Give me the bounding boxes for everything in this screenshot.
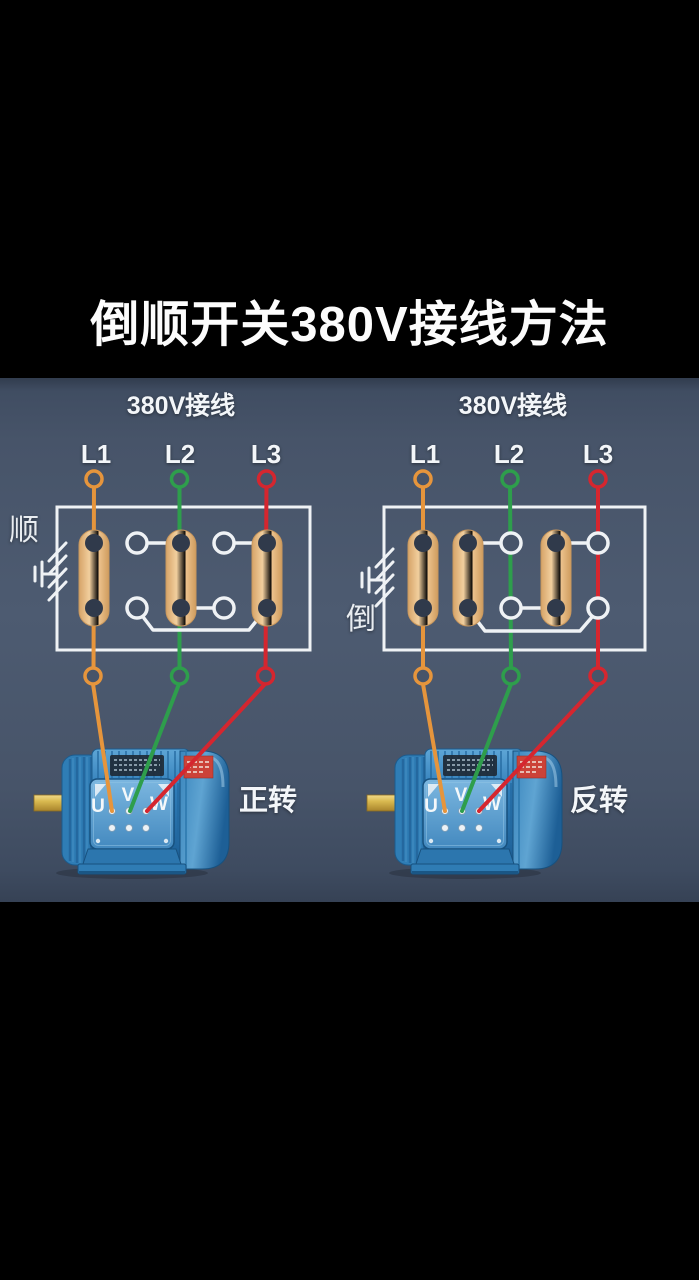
- phase-label-l2: L2: [493, 439, 525, 469]
- contact-links: [466, 541, 600, 633]
- diagram-heading-forward: 380V接线: [126, 392, 236, 420]
- motor-leads-reverse: [413, 666, 608, 813]
- contact-links: [135, 541, 268, 632]
- contact-bar: [78, 529, 110, 627]
- lead-l3-to-w: [477, 682, 600, 813]
- lead-l3-to-w: [145, 682, 267, 813]
- contact-bar: [452, 529, 484, 627]
- page-title: 倒顺开关380V接线方法: [90, 298, 609, 352]
- lead-lugs: [83, 666, 276, 686]
- ground-icon: [360, 547, 395, 608]
- motor-forward: [32, 747, 231, 881]
- switch-diagram-forward: [33, 469, 312, 678]
- moving-contact-bars: [78, 529, 283, 627]
- rotation-label-reverse: 反转: [569, 785, 628, 817]
- contact-bar-holes: [85, 534, 276, 617]
- phase-wires: [421, 477, 600, 678]
- contact-bar: [251, 529, 283, 627]
- contact-bar-holes: [414, 534, 565, 617]
- diagram-panel: U V W: [0, 378, 699, 902]
- crossover-link: [135, 607, 268, 632]
- switch-direction-label-reverse: 倒: [346, 603, 376, 636]
- moving-contact-bars: [407, 529, 572, 627]
- lead-l1-to-u: [421, 682, 447, 813]
- phase-label-l1: L1: [80, 439, 112, 469]
- contact-bar: [407, 529, 439, 627]
- phase-label-l3: L3: [582, 439, 614, 469]
- motor-reverse: [365, 747, 564, 881]
- diagram-heading-reverse: 380V接线: [458, 392, 568, 420]
- phase-label-l2: L2: [164, 439, 196, 469]
- rotation-label-forward: 正转: [238, 785, 297, 817]
- crossover-link: [466, 607, 600, 633]
- contact-bar: [165, 529, 197, 627]
- phase-label-l1: L1: [409, 439, 441, 469]
- wire-l2: [508, 477, 513, 678]
- lead-lugs: [413, 666, 608, 686]
- ground-icon: [33, 541, 68, 602]
- wiring-diagram-graphic: U V W: [32, 469, 647, 881]
- motor-leads-forward: [83, 666, 276, 813]
- contact-bar: [540, 529, 572, 627]
- supply-lugs: [413, 469, 608, 489]
- phase-label-l3: L3: [250, 439, 282, 469]
- fixed-terminals: [499, 531, 610, 620]
- fixed-terminals: [125, 531, 236, 620]
- supply-lugs: [84, 469, 277, 489]
- switch-diagram-reverse: [360, 469, 647, 678]
- lead-l2-to-v: [128, 682, 181, 813]
- lead-l2-to-v: [460, 682, 513, 813]
- switch-direction-label-forward: 顺: [9, 514, 39, 547]
- lead-l1-to-u: [91, 682, 114, 813]
